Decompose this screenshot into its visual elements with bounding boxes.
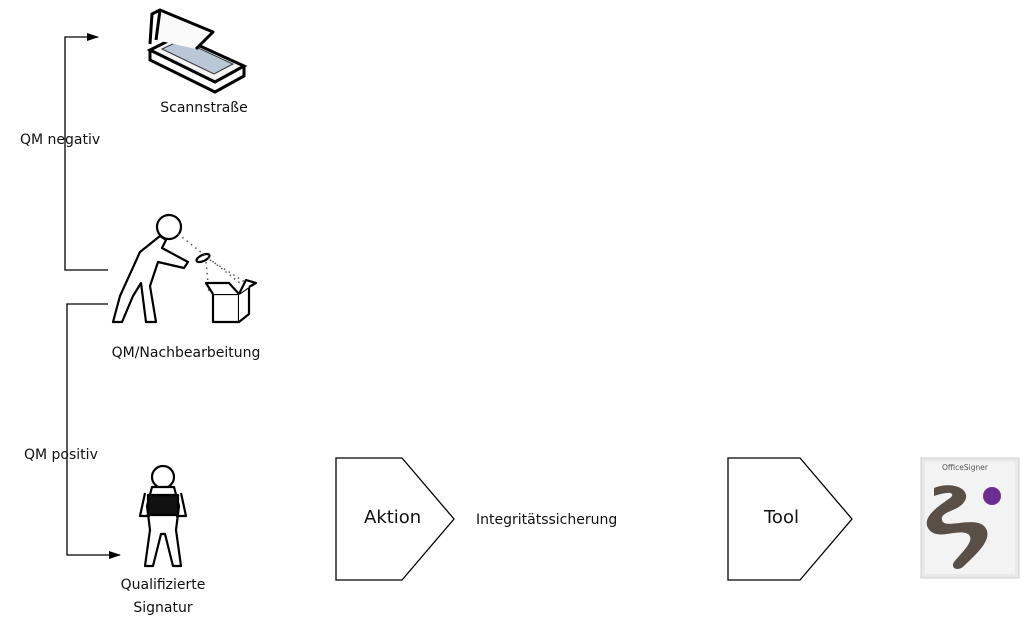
edge-positive-label: QM positiv: [24, 447, 98, 463]
signature-label-line1: Qualifizierte: [120, 577, 206, 593]
person-holding-document-icon: [138, 464, 188, 568]
logo-name: OfficeSigner: [942, 463, 988, 472]
action-label: Aktion: [364, 507, 422, 528]
tool-shape: [727, 457, 853, 581]
scanner-label: Scannstraße: [160, 100, 248, 116]
tool-label: Tool: [764, 507, 799, 528]
edge-negative-label: QM negativ: [20, 132, 101, 148]
signature-label-line2: Signatur: [133, 600, 193, 616]
person-discarding-paper-icon: [111, 213, 258, 324]
scanner-icon: [146, 8, 248, 94]
action-shape: [335, 457, 455, 581]
edge-qm-positive: [66, 303, 121, 559]
edge-qm-negative: [64, 33, 108, 271]
qm-label: QM/Nachbearbeitung: [111, 345, 261, 361]
officesigner-logo: [920, 457, 1020, 579]
action-description: Integritätssicherung: [476, 512, 618, 528]
